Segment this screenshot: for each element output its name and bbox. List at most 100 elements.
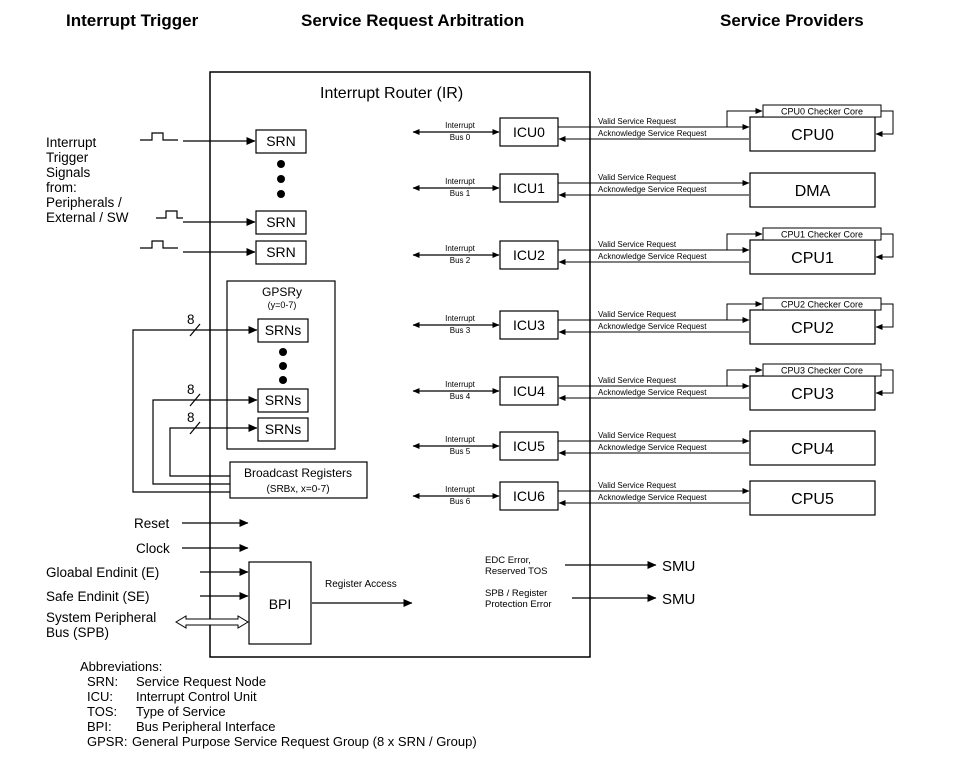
acknowledge-label: Acknowledge Service Request — [598, 322, 707, 331]
icu-box — [499, 240, 559, 270]
ellipsis-dots — [277, 160, 285, 198]
svg-text:TOS:: TOS: — [87, 704, 117, 719]
checker-return-line — [875, 233, 894, 260]
service-provider-box — [749, 239, 876, 275]
srn-label: SRN — [266, 133, 296, 149]
service-provider-label: DMA — [795, 183, 831, 200]
spb-label-2: Bus (SPB) — [46, 625, 109, 640]
srns-label: SRNs — [265, 322, 302, 338]
edc-error-label: EDC Error, — [485, 555, 531, 566]
service-provider-label: CPU4 — [791, 441, 834, 458]
gpsr-title: GPSRy — [262, 285, 302, 299]
interrupt-bus-label: Interrupt — [445, 314, 476, 323]
pulse-icon — [156, 210, 183, 219]
checker-feed-line — [726, 231, 763, 250]
abbreviations-title: Abbreviations: — [80, 659, 162, 674]
valid-request-label: Valid Service Request — [598, 173, 677, 182]
broadcast-registers-box — [229, 461, 368, 499]
spb-bidirectional-arrow — [175, 615, 249, 629]
valid-request-label: Valid Service Request — [598, 481, 677, 490]
pulse-icon — [140, 132, 178, 141]
icu-box — [499, 310, 559, 340]
interrupt-bus-number: Bus 1 — [450, 189, 471, 198]
svg-text:Interrupt Control Unit: Interrupt Control Unit — [136, 689, 257, 704]
abbreviations: Abbreviations: SRN: Service Request Node… — [80, 659, 477, 749]
interrupt-bus-label: Interrupt — [445, 485, 476, 494]
icu-label: ICU5 — [513, 438, 545, 454]
trigger-signals-label: Interrupt Trigger Signals from: Peripher… — [46, 135, 129, 225]
spb-label: System Peripheral — [46, 610, 156, 625]
acknowledge-label: Acknowledge Service Request — [598, 493, 707, 502]
interrupt-bus-number: Bus 5 — [450, 447, 471, 456]
service-provider-label: CPU3 — [791, 386, 834, 403]
svg-text:Service Request Node: Service Request Node — [136, 674, 266, 689]
checker-feed-line — [726, 367, 763, 386]
srn-label: SRN — [266, 214, 296, 230]
bus-width-label: 8 — [187, 312, 195, 327]
bus-width-label: 8 — [187, 410, 195, 425]
srn-box — [255, 210, 307, 235]
checker-core-label: CPU3 Checker Core — [781, 366, 863, 376]
icu-box — [499, 431, 559, 461]
bus-width-label: 8 — [187, 382, 195, 397]
protection-error-label: Protection Error — [485, 599, 552, 610]
acknowledge-label: Acknowledge Service Request — [598, 185, 707, 194]
reset-label: Reset — [134, 516, 170, 531]
acknowledge-label: Acknowledge Service Request — [598, 443, 707, 452]
valid-request-label: Valid Service Request — [598, 240, 677, 249]
srns-box — [257, 417, 309, 442]
ellipsis-dots — [279, 348, 287, 384]
broadcast-registers-title: Broadcast Registers — [244, 466, 352, 480]
smu-label: SMU — [662, 558, 695, 575]
service-provider-box — [749, 309, 876, 345]
svg-text:GPSR:: GPSR: — [87, 734, 127, 749]
checker-core-label: CPU1 Checker Core — [781, 230, 863, 240]
checker-feed-line — [726, 301, 763, 320]
svg-text:External / SW: External / SW — [46, 210, 129, 225]
acknowledge-label: Acknowledge Service Request — [598, 129, 707, 138]
icu-label: ICU2 — [513, 247, 545, 263]
register-access-label: Register Access — [325, 579, 397, 590]
service-provider-label: CPU1 — [791, 250, 834, 267]
svg-text:ICU:: ICU: — [87, 689, 113, 704]
checker-return-line — [875, 110, 894, 137]
interrupt-router-box — [209, 71, 591, 658]
interrupt-bus-number: Bus 3 — [450, 326, 471, 335]
icu-label: ICU0 — [513, 124, 545, 140]
valid-request-label: Valid Service Request — [598, 310, 677, 319]
srns-label: SRNs — [265, 421, 302, 437]
svg-text:Signals: Signals — [46, 165, 91, 180]
service-provider-box — [749, 116, 876, 152]
srn-label: SRN — [266, 244, 296, 260]
svg-text:from:: from: — [46, 180, 77, 195]
checker-return-line — [875, 369, 894, 396]
checker-core-label: CPU2 Checker Core — [781, 300, 863, 310]
checker-feed-line — [726, 108, 763, 127]
interrupt-bus-number: Bus 2 — [450, 256, 471, 265]
srn-box — [255, 240, 307, 265]
icu-box — [499, 376, 559, 406]
gpsr-range: (y=0-7) — [268, 300, 297, 310]
service-provider-box — [749, 375, 876, 411]
header-interrupt-trigger: Interrupt Trigger — [66, 11, 199, 30]
svg-text:Peripherals /: Peripherals / — [46, 195, 122, 210]
svg-text:Bus Peripheral Interface: Bus Peripheral Interface — [136, 719, 275, 734]
srns-label: SRNs — [265, 392, 302, 408]
acknowledge-label: Acknowledge Service Request — [598, 252, 707, 261]
interrupt-bus-label: Interrupt — [445, 380, 476, 389]
bpi-label: BPI — [269, 596, 292, 612]
icu-label: ICU3 — [513, 317, 545, 333]
interrupt-bus-number: Bus 4 — [450, 392, 471, 401]
svg-text:Trigger: Trigger — [46, 150, 89, 165]
icu-box — [499, 481, 559, 511]
bus-width-slash-icon — [189, 323, 201, 435]
srn-box — [255, 129, 307, 154]
service-provider-label: CPU5 — [791, 491, 834, 508]
icu-box — [499, 117, 559, 147]
